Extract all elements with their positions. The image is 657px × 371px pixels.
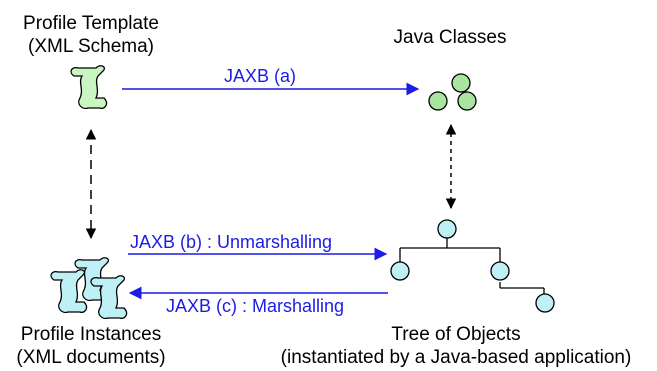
tree-of-objects-subtitle: (instantiated by a Java-based applicatio… <box>280 347 632 368</box>
java-classes-label: Java Classes <box>393 27 507 48</box>
jaxb-a-label: JAXB (a) <box>224 66 297 86</box>
scroll-icon <box>70 65 108 110</box>
profile-template-title: Profile Template <box>23 13 159 34</box>
tree-of-objects-title: Tree of Objects <box>391 324 521 345</box>
profile-template-label: Profile Template (XML Schema) <box>0 12 182 58</box>
scroll-stack-icon <box>50 257 128 320</box>
object-tree-icon <box>390 219 555 313</box>
profile-instances-title: Profile Instances <box>20 324 162 345</box>
jaxb-c-label: JAXB (c) : Marshalling <box>166 296 345 316</box>
circle-cluster-icon <box>428 73 477 111</box>
tree-of-objects-label: Tree of Objects (instantiated by a Java-… <box>260 323 652 369</box>
profile-template-subtitle: (XML Schema) <box>28 36 154 57</box>
jaxb-b-label: JAXB (b) : Unmarshalling <box>130 232 333 252</box>
profile-instances-label: Profile Instances (XML documents) <box>0 323 182 369</box>
profile-instances-subtitle: (XML documents) <box>16 347 166 368</box>
